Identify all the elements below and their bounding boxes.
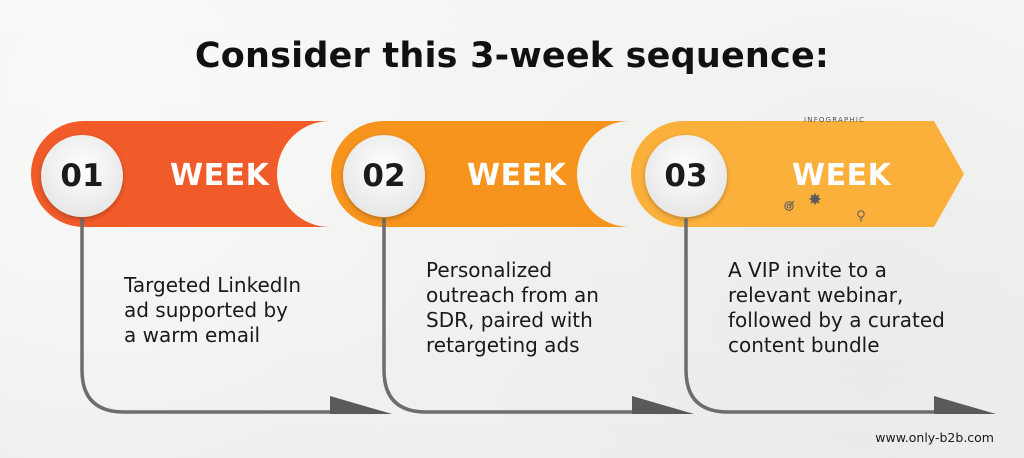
week-2-number: 02 <box>362 158 406 194</box>
target-icon <box>784 200 795 211</box>
week-2-arrowhead <box>632 396 694 414</box>
website-footer: www.only-b2b.com <box>875 430 994 445</box>
week-1-description: Targeted LinkedIn ad supported by a warm… <box>124 273 302 347</box>
week-3-connector <box>684 218 938 414</box>
week-1-badge <box>41 135 123 217</box>
infographic-caption: INFOGRAPHIC <box>804 116 866 124</box>
week-2-label: WEEK <box>467 158 567 193</box>
week-2-description: Personalized outreach from an SDR, paire… <box>426 258 599 357</box>
week-1-connector <box>80 218 338 414</box>
week-3-number: 03 <box>664 158 708 194</box>
week-1-label: WEEK <box>170 158 270 193</box>
page-title: Consider this 3-week sequence: <box>194 36 830 76</box>
week-3-badge <box>645 135 727 217</box>
week-3-label: WEEK <box>792 158 892 193</box>
week-1-arrowhead <box>330 396 392 414</box>
week-1-number: 01 <box>60 158 104 194</box>
gear-icon <box>809 193 821 205</box>
week-2-badge <box>343 135 425 217</box>
week-2-connector <box>382 218 638 414</box>
week-3-arrowhead <box>934 396 996 414</box>
week-3-description: A VIP invite to a relevant webinar, foll… <box>728 258 945 357</box>
lightbulb-icon <box>857 210 865 222</box>
